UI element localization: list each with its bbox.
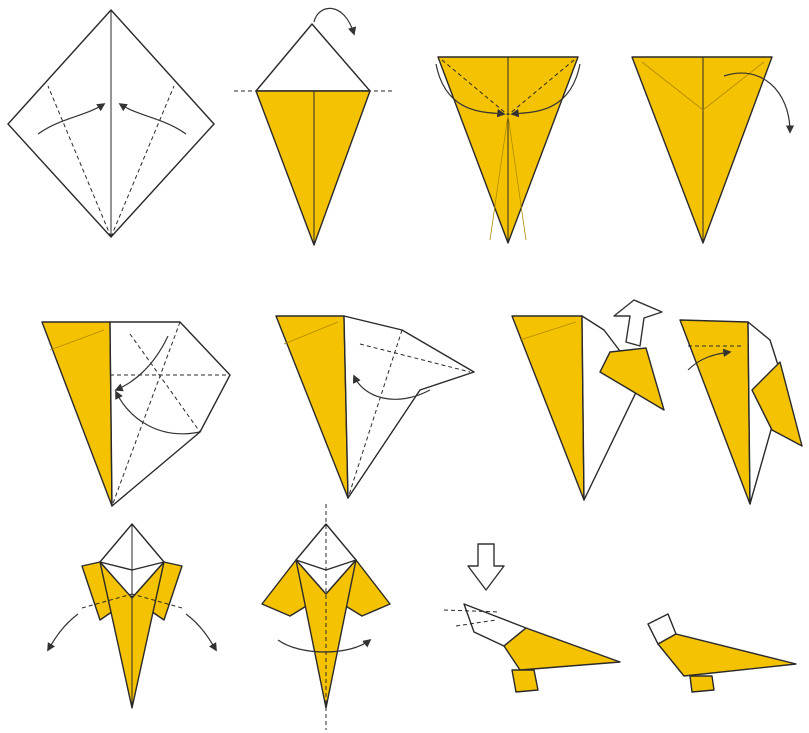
step-8-diagram [680,320,802,504]
step-6-diagram [276,316,474,498]
step-9-diagram [48,524,216,708]
step-12-diagram [648,614,796,692]
step-2-diagram [234,8,394,245]
step-5-diagram [42,322,230,506]
step-11-diagram [444,544,620,692]
step-3-diagram [436,57,580,243]
step-10-diagram [262,504,390,730]
step-1-diagram [8,10,214,237]
step-7-diagram [512,300,664,500]
step-4-diagram [632,57,790,243]
